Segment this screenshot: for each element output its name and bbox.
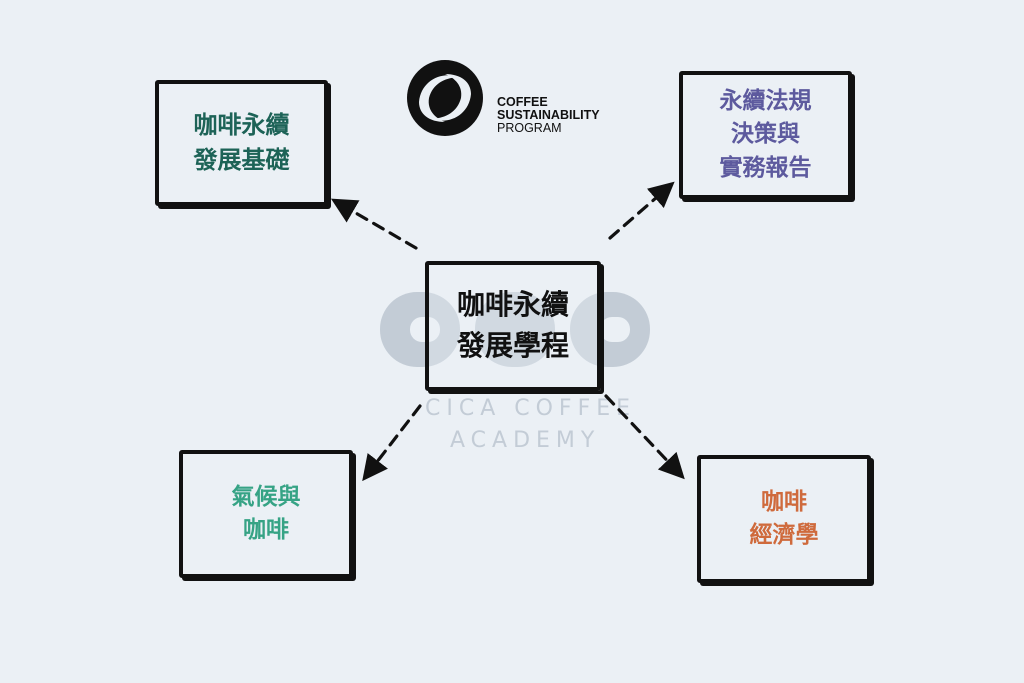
center-program-box: 咖啡永續 發展學程 xyxy=(425,261,601,391)
topic-label-line2: 咖啡 xyxy=(243,517,289,543)
center-label-line2: 發展學程 xyxy=(456,329,569,362)
watermark-text-line1: CICA COFFEE xyxy=(425,396,637,421)
logo-text-line2: SUSTAINABILITY xyxy=(497,108,600,122)
center-label-line1: 咖啡永續 xyxy=(456,288,569,322)
arrow-to-bottom-left xyxy=(362,404,422,482)
circular-swirl-logo-icon xyxy=(407,60,483,136)
topic-box-bottom-right: 咖啡 經濟學 xyxy=(697,455,871,583)
topic-box-bottom-left: 氣候與 咖啡 xyxy=(179,450,353,578)
topic-label-line1: 咖啡 xyxy=(761,488,807,515)
topic-label-line1: 氣候與 xyxy=(231,483,301,510)
topic-label-line1: 咖啡永續 xyxy=(193,111,290,140)
topic-label-line2: 經濟學 xyxy=(749,522,819,548)
watermark-text-line2: ACADEMY xyxy=(450,428,601,453)
topic-box-top-right: 永續法規 決策與 實務報告 xyxy=(679,71,852,199)
logo-wordmark: COFFEE SUSTAINABILITY PROGRAM xyxy=(497,96,600,135)
coffee-sustainability-program-logo: COFFEE SUSTAINABILITY PROGRAM xyxy=(405,58,635,138)
topic-box-top-left: 咖啡永續 發展基礎 xyxy=(155,80,328,206)
arrow-to-top-left xyxy=(330,198,418,250)
arrow-to-top-right xyxy=(608,181,675,240)
topic-label-line1: 永續法規 xyxy=(719,87,812,114)
logo-text-line1: COFFEE xyxy=(497,95,548,109)
topic-label-line2: 發展基礎 xyxy=(193,146,290,174)
arrow-to-bottom-right xyxy=(604,394,685,480)
topic-label-line3: 實務報告 xyxy=(719,154,812,181)
logo-text-line3: PROGRAM xyxy=(497,121,562,135)
topic-label-line2: 決策與 xyxy=(731,121,800,148)
